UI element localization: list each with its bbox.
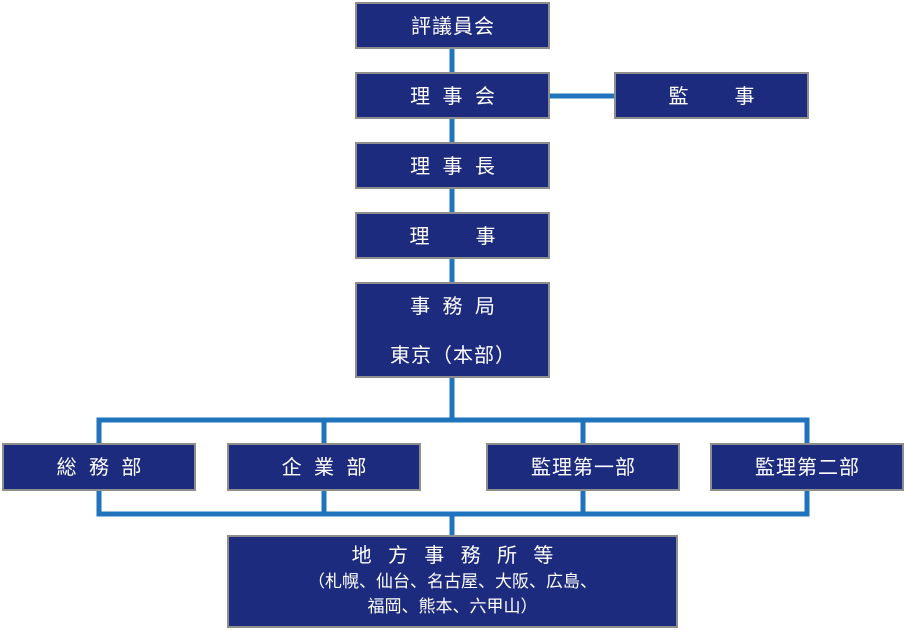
department-label: 企 業 部 <box>281 455 370 479</box>
board-box: 理 事 会 <box>355 72 550 119</box>
director-box: 理 事 <box>355 212 550 259</box>
department-label: 総 務 部 <box>56 455 145 479</box>
enterprise-box: 企 業 部 <box>227 443 421 491</box>
director-label: 理 事 <box>409 223 498 248</box>
department-label: 監理第二部 <box>755 455 860 479</box>
secretariat-box: 事 務 局 東京（本部） <box>355 282 550 378</box>
chairman-label: 理 事 長 <box>410 153 498 178</box>
secretariat-location-label: 東京（本部） <box>390 342 516 367</box>
secretariat-label: 事 務 局 <box>410 293 498 318</box>
regional-locations-line: 福岡、熊本、六甲山） <box>367 597 538 617</box>
board-label: 理 事 会 <box>410 83 498 108</box>
supervision-second-box: 監理第二部 <box>710 443 904 491</box>
department-label: 監理第一部 <box>531 455 636 479</box>
regional-locations-line: （札幌、仙台、名古屋、大阪、広島、 <box>308 572 597 592</box>
council-label: 評議員会 <box>411 13 495 38</box>
auditor-label: 監 事 <box>668 83 757 108</box>
general-affairs-box: 総 務 部 <box>2 443 196 491</box>
regional-offices-box: 地 方 事 務 所 等 （札幌、仙台、名古屋、大阪、広島、 福岡、熊本、六甲山） <box>227 535 678 628</box>
council-box: 評議員会 <box>355 2 550 49</box>
regional-offices-title: 地 方 事 務 所 等 <box>351 543 559 567</box>
auditor-box: 監 事 <box>614 72 809 119</box>
supervision-first-box: 監理第一部 <box>486 443 680 491</box>
chairman-box: 理 事 長 <box>355 142 550 189</box>
